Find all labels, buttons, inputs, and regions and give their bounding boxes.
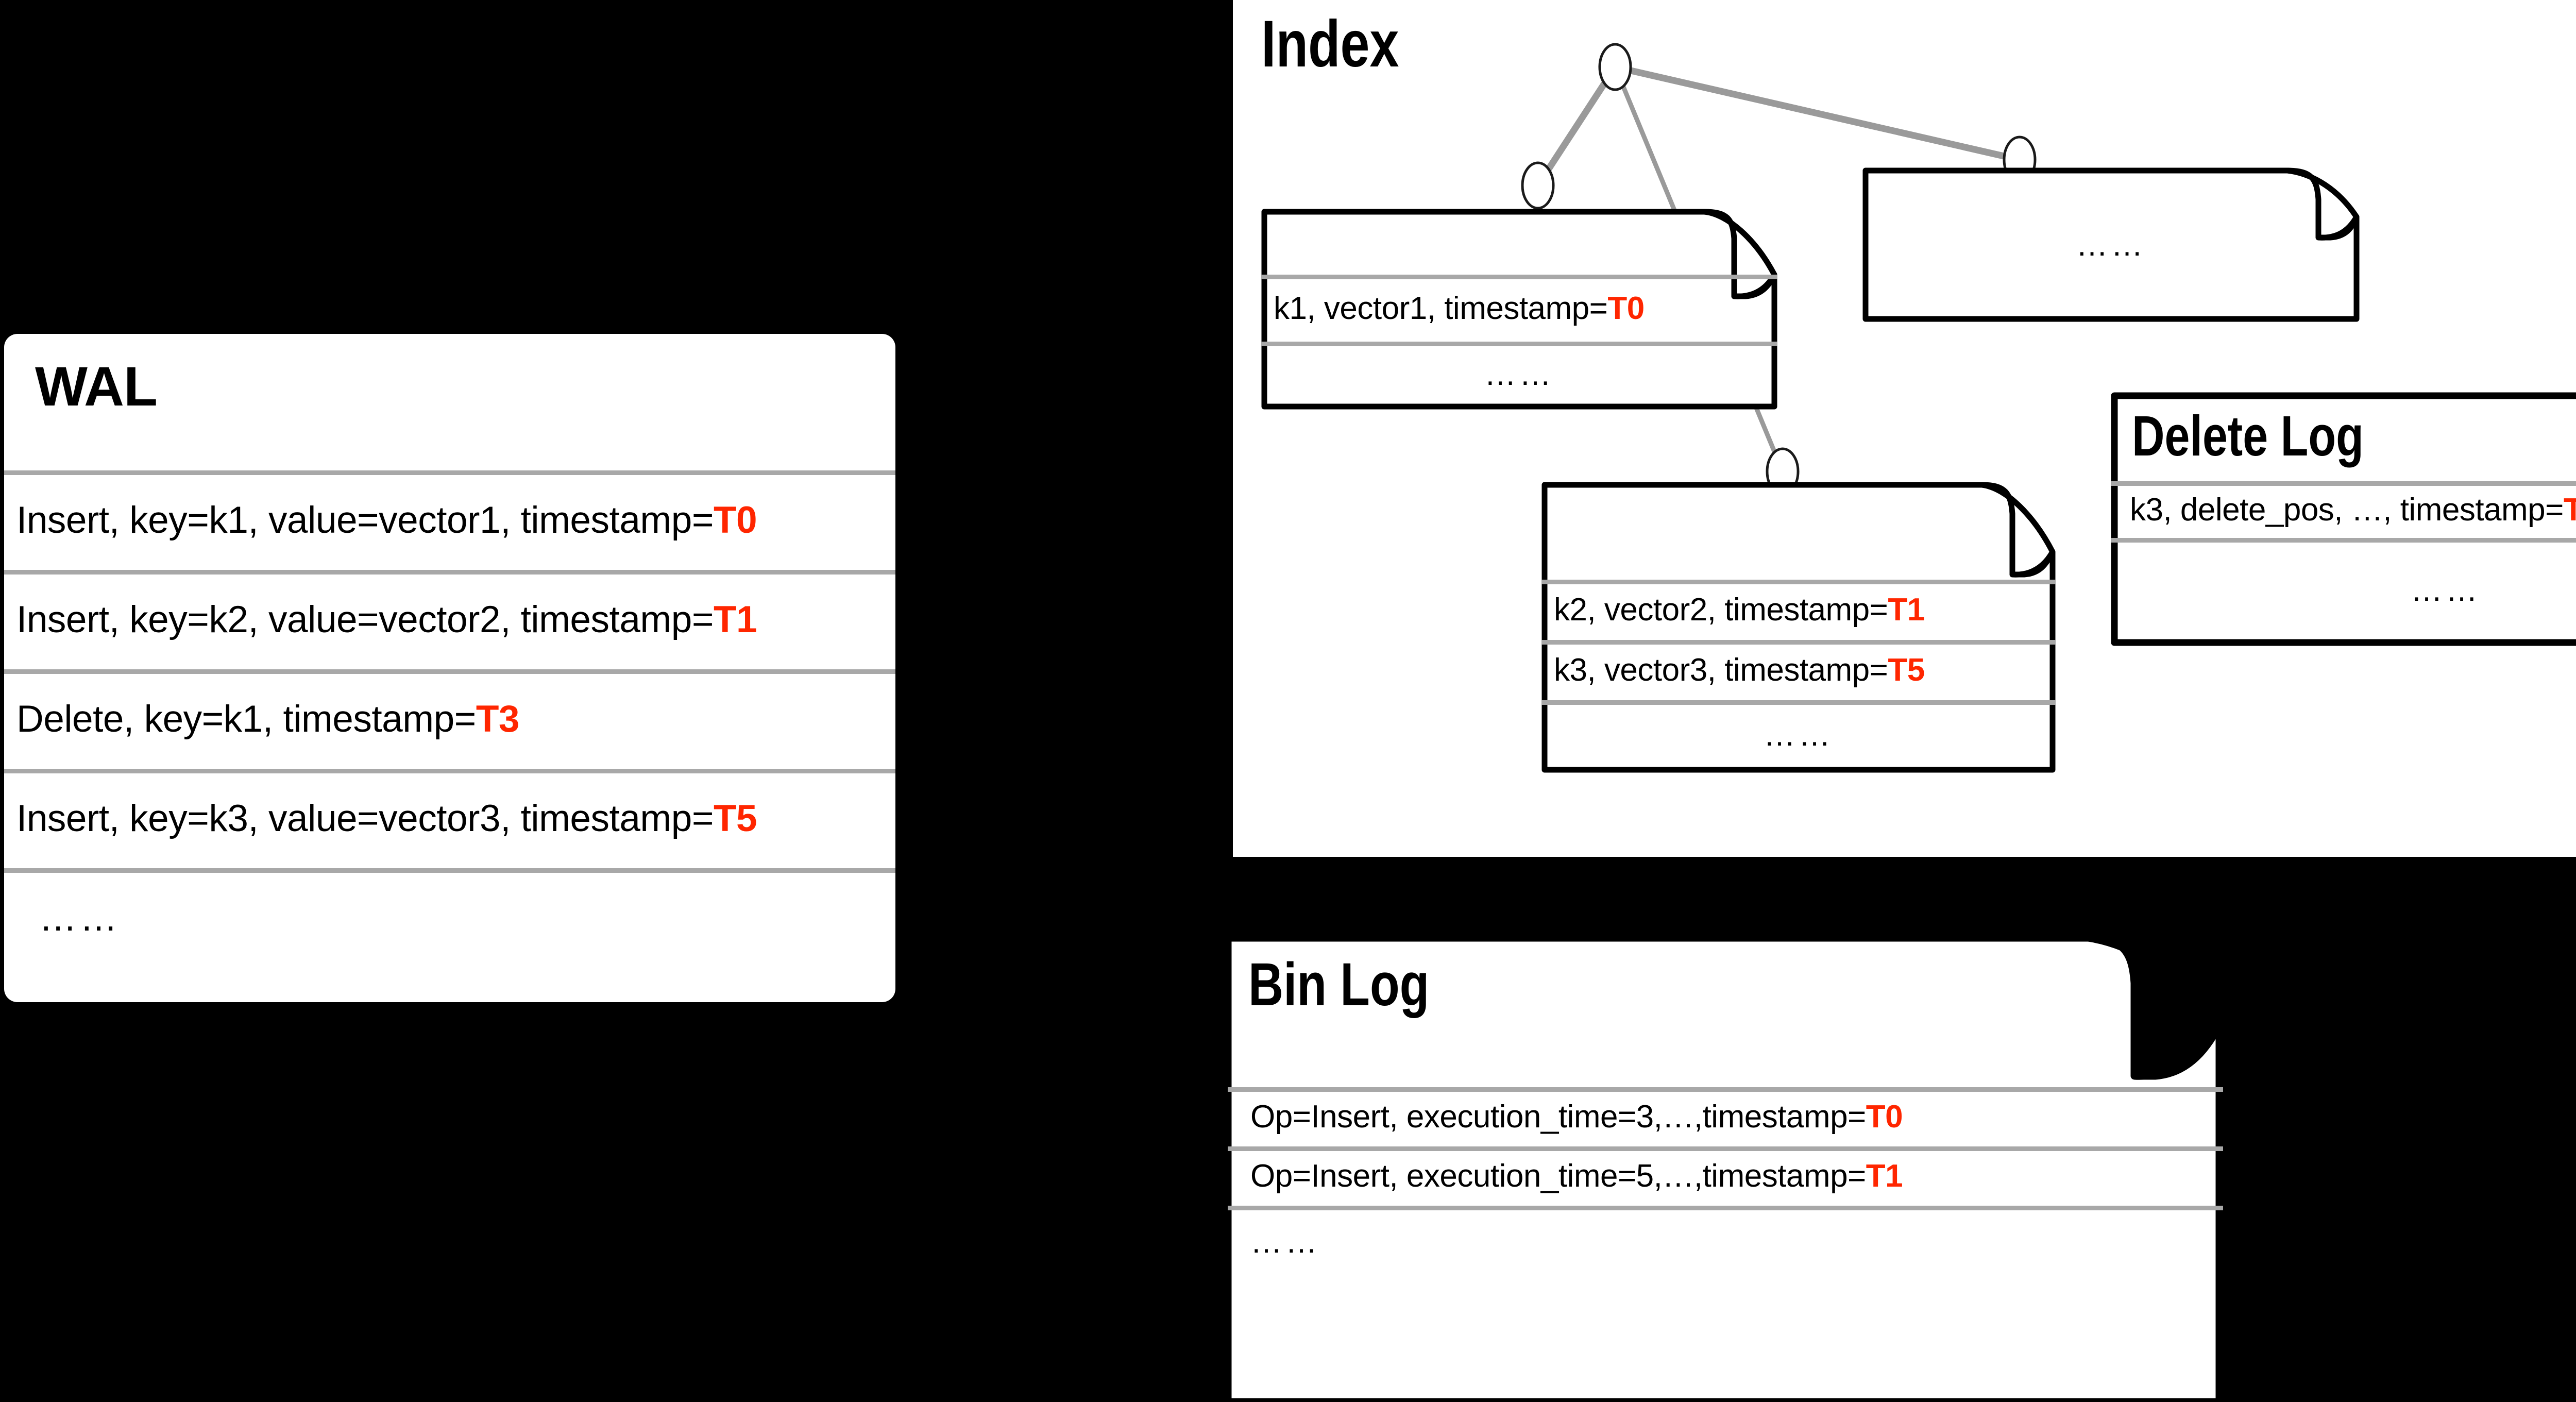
delete-log-row-ellipsis: ……: [2411, 572, 2481, 608]
leaf-row-text: k3, vector3, timestamp=T5: [1554, 652, 1925, 688]
document-shape: [2111, 392, 2576, 646]
wal-panel: WAL Insert, key=k1, value=vector1, times…: [4, 334, 895, 1002]
document-shape: [1541, 482, 2056, 773]
bin-log-row-text: Op=Insert, execution_time=5,…,timestamp=…: [1250, 1158, 1903, 1194]
index-leaf-k2-k3: k2, vector2, timestamp=T1 k3, vector3, t…: [1541, 482, 2056, 773]
delete-log-row: ……: [2111, 538, 2576, 643]
leaf-divider: [1541, 640, 2056, 645]
wal-divider: [4, 570, 895, 575]
bin-log-row-ellipsis: ……: [1250, 1224, 1320, 1260]
leaf-divider: [1261, 342, 1777, 346]
leaf-row: k3, vector3, timestamp=T5: [1541, 640, 2056, 700]
delete-log-divider: [2111, 481, 2576, 486]
wal-row-timestamp: T0: [713, 499, 757, 541]
wal-divider: [4, 470, 895, 475]
document-shape: [1261, 209, 1777, 410]
wal-title: WAL: [35, 355, 158, 417]
bin-log-divider: [1228, 1087, 2223, 1092]
wal-row: Delete, key=k1, timestamp=T3: [4, 669, 895, 769]
wal-divider: [4, 769, 895, 773]
wal-row-timestamp: T5: [713, 798, 757, 839]
leaf-divider: [1541, 700, 2056, 705]
leaf-row-ellipsis: ……: [2076, 227, 2146, 263]
leaf-row: ……: [1541, 700, 2056, 770]
bin-log-card: Bin Log Op=Insert, execution_time=3,…,ti…: [1224, 934, 2224, 1402]
wal-divider: [4, 868, 895, 873]
leaf-row: k2, vector2, timestamp=T1: [1541, 580, 2056, 640]
delete-log-title: Delete Log: [2132, 404, 2364, 468]
wal-row-text: Insert, key=k3, value=vector3, timestamp…: [16, 798, 757, 839]
wal-row: Insert, key=k3, value=vector3, timestamp…: [4, 769, 895, 868]
wal-row: Insert, key=k1, value=vector1, timestamp…: [4, 470, 895, 570]
wal-row-timestamp: T1: [713, 599, 757, 640]
wal-row-text: Insert, key=k2, value=vector2, timestamp…: [16, 599, 757, 640]
wal-row: Insert, key=k2, value=vector2, timestamp…: [4, 570, 895, 669]
index-title: Index: [1261, 7, 1399, 81]
wal-row-ellipsis: ……: [39, 897, 121, 939]
leaf-row: ……: [1261, 342, 1777, 407]
bin-log-row: Op=Insert, execution_time=5,…,timestamp=…: [1228, 1146, 2223, 1206]
bin-log-title: Bin Log: [1248, 951, 1430, 1019]
delete-log-divider: [2111, 538, 2576, 543]
tree-node-root: [1598, 43, 1632, 91]
leaf-row-timestamp: T1: [1888, 592, 1925, 628]
bin-log-row: ……: [1228, 1206, 2223, 1278]
index-leaf-k1: k1, vector1, timestamp=T0 ……: [1261, 209, 1777, 410]
delete-log-row-timestamp: T3: [2563, 492, 2576, 528]
bin-log-divider: [1228, 1206, 2223, 1210]
tree-edge-root-right: [1614, 63, 2021, 163]
bin-log-row-timestamp: T0: [1866, 1099, 1903, 1135]
leaf-row-ellipsis: ……: [1484, 356, 1554, 392]
bin-log-divider: [1228, 1146, 2223, 1151]
wal-row-text: Delete, key=k1, timestamp=T3: [16, 698, 520, 740]
bin-log-row-timestamp: T1: [1866, 1158, 1903, 1194]
document-shape: [1224, 934, 2224, 1402]
leaf-row: k1, vector1, timestamp=T0: [1261, 275, 1777, 342]
leaf-row-timestamp: T5: [1888, 652, 1925, 688]
leaf-row-timestamp: T0: [1607, 290, 1645, 326]
bin-log-row-text: Op=Insert, execution_time=3,…,timestamp=…: [1250, 1099, 1903, 1135]
leaf-row-text: k1, vector1, timestamp=T0: [1274, 290, 1645, 326]
index-leaf-ellipsis: ……: [1862, 167, 2360, 322]
wal-row: ……: [4, 868, 895, 968]
delete-log-card: Delete Log k3, delete_pos, …, timestamp=…: [2111, 392, 2576, 646]
leaf-row: ……: [1862, 167, 2360, 322]
tree-node-child-left: [1521, 161, 1555, 210]
leaf-row-ellipsis: ……: [1764, 717, 1834, 753]
wal-divider: [4, 669, 895, 674]
leaf-row-text: k2, vector2, timestamp=T1: [1554, 592, 1925, 628]
document-shape: [1862, 167, 2360, 322]
tree-edge-root-left: [1535, 65, 1618, 188]
delete-log-row: k3, delete_pos, …, timestamp=T3: [2111, 481, 2576, 538]
wal-row-text: Insert, key=k1, value=vector1, timestamp…: [16, 499, 757, 541]
bin-log-row: Op=Insert, execution_time=3,…,timestamp=…: [1228, 1087, 2223, 1146]
index-panel: Index k1, vector1, timestamp=T0 ……: [1233, 0, 2576, 857]
leaf-divider: [1541, 580, 2056, 584]
leaf-divider: [1261, 275, 1777, 279]
wal-row-timestamp: T3: [476, 698, 520, 740]
delete-log-row-text: k3, delete_pos, …, timestamp=T3: [2130, 492, 2576, 528]
